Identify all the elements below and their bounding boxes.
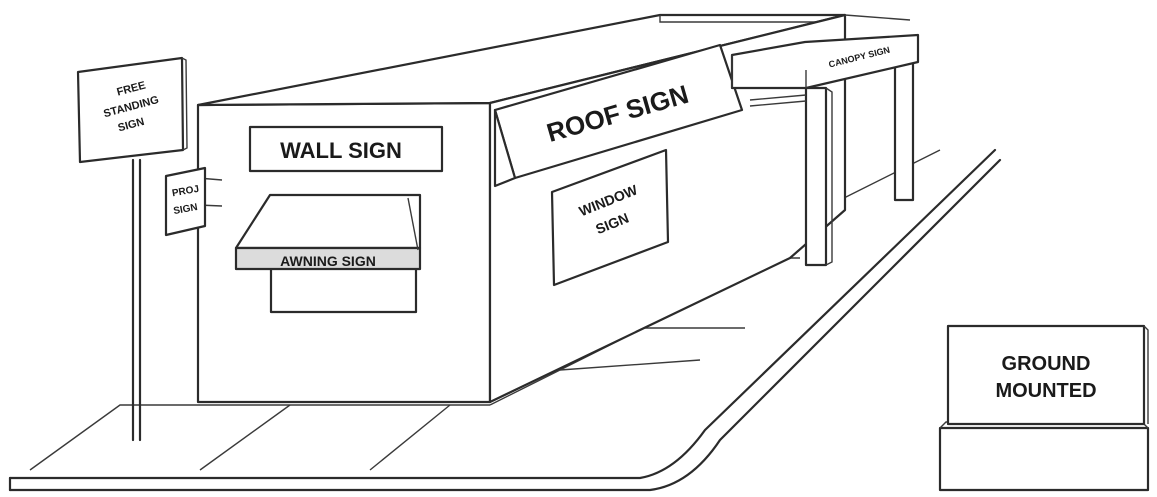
wall-sign: WALL SIGN	[250, 127, 442, 171]
ground-mounted-sign-label-1: GROUND	[1002, 353, 1091, 375]
ground-mounted-sign-label-2: MOUNTED	[995, 380, 1096, 402]
wall-sign-label: WALL SIGN	[280, 138, 402, 163]
awning-sign-label: AWNING SIGN	[280, 253, 376, 269]
ground-mounted-sign: GROUND MOUNTED	[940, 326, 1148, 490]
free-standing-sign: FREE STANDING SIGN	[78, 58, 187, 440]
